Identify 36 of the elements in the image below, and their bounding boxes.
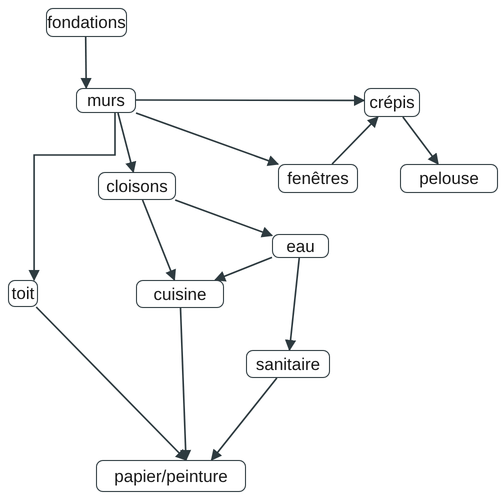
node-box [96,460,246,492]
node-box [278,164,358,193]
node-label: crépis [369,94,415,111]
arrow [284,258,300,352]
node-label: cuisine [154,286,206,302]
arrow [402,116,439,165]
node-label: papier/peinture [114,468,228,484]
arrow [28,113,116,282]
node-box [8,280,38,307]
node-label: sanitaire [256,356,320,372]
arrow [332,116,379,165]
node-label: cloisons [106,178,168,194]
arrow [117,112,136,174]
node-box [400,164,498,193]
arrow [136,94,366,106]
arrow [80,37,92,90]
node-box [364,88,420,117]
node-box [136,280,224,308]
node-box [98,172,176,200]
node-label: fenêtres [287,170,349,187]
arrow [36,306,187,461]
node-label: eau [286,238,315,254]
node-box [246,350,330,378]
node-label: fondations [47,14,126,31]
arrow [214,256,272,282]
arrow [136,112,280,166]
node-box [76,88,136,113]
node-label: murs [87,92,125,109]
arrow [174,199,274,238]
arrow [142,200,176,282]
node-label: toit [12,285,34,302]
arrow [180,308,192,462]
arrow [210,378,278,461]
node-box [46,8,127,37]
node-box [272,234,329,258]
node-label: pelouse [419,170,479,187]
